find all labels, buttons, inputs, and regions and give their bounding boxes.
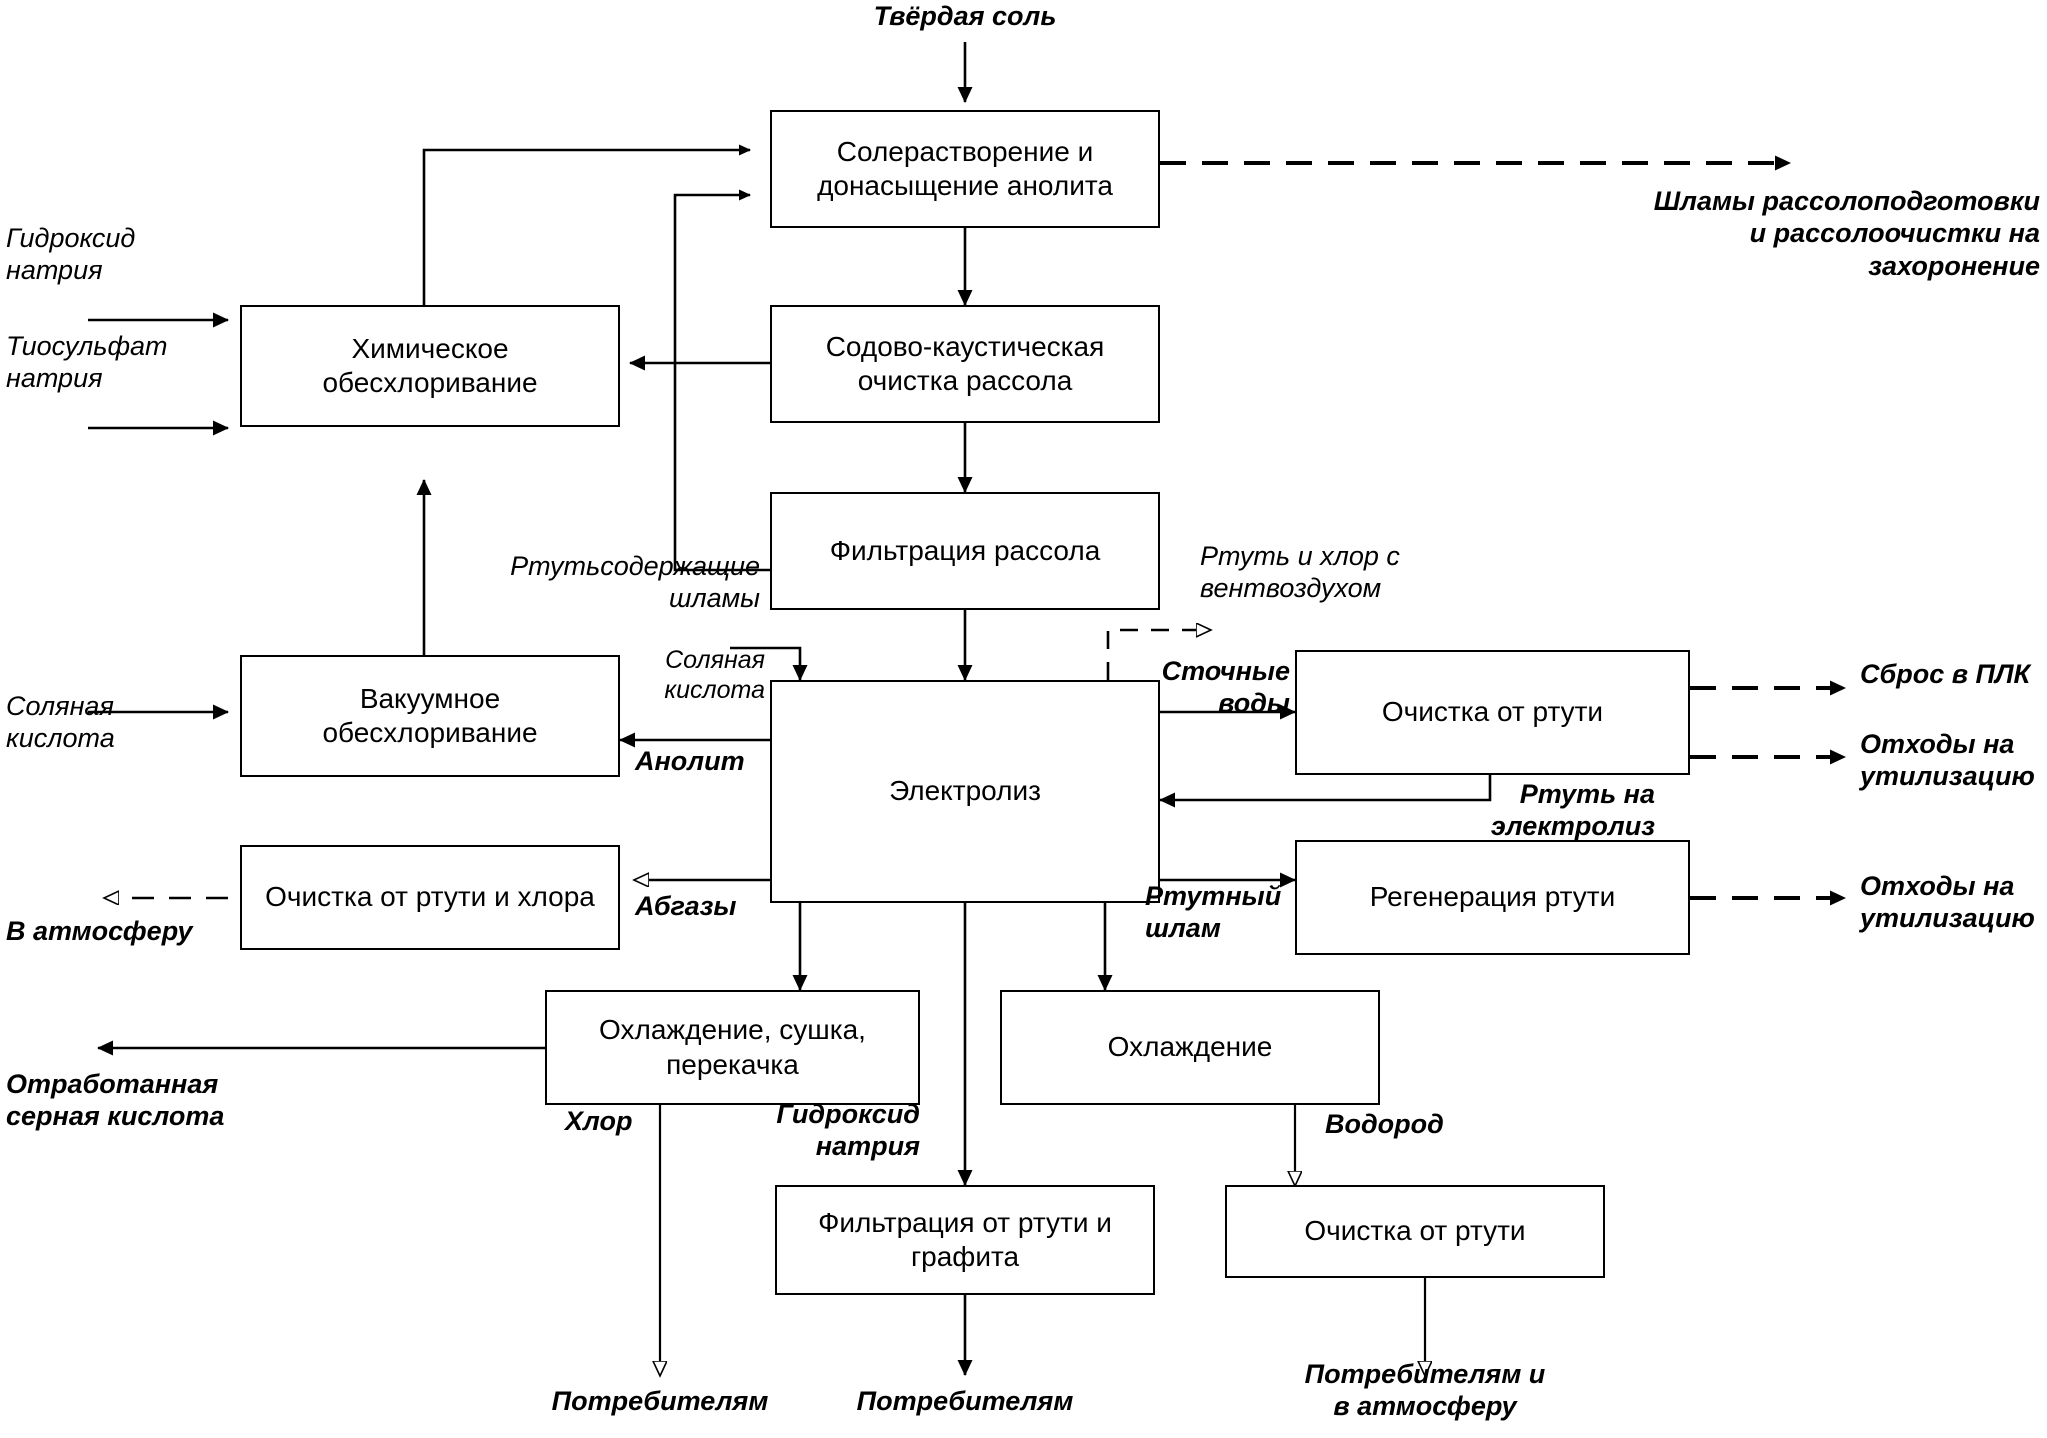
label-to-atmosphere: В атмосферу (6, 916, 193, 946)
box-mercury-cleaning-wastewater[interactable]: Очистка от ртути (1295, 650, 1690, 775)
label-waste-for-disposal-1: Отходы на утилизацию (1860, 729, 2035, 792)
label-hydrogen: Водород (1325, 1109, 1444, 1139)
label-anolyte: Анолит (635, 746, 745, 776)
box-filtration-mercury-graphite[interactable]: Фильтрация от ртути и графита (775, 1185, 1155, 1295)
label-sodium-thiosulfate: Тиосульфат натрия (6, 331, 168, 394)
box-mercury-regeneration[interactable]: Регенерация ртути (1295, 840, 1690, 955)
label-sodium-hydroxide-output: Гидроксид натрия (776, 1099, 920, 1162)
label-discharge-to-plk: Сброс в ПЛК (1860, 659, 2031, 689)
label-hydrochloric-acid-mid: Соляная кислота (664, 646, 765, 704)
label-hydrochloric-acid-input: Соляная кислота (6, 691, 115, 754)
label-consumers-caustic: Потребителям (856, 1386, 1074, 1416)
label-mercury-containing-sludge: Ртутьсодержащие шламы (510, 551, 760, 614)
label-mercury-to-electrolysis: Ртуть на электролиз (1490, 779, 1655, 842)
box-vacuum-dechlorination[interactable]: Вакуумное обесхлоривание (240, 655, 620, 777)
label-mercury-chlorine-vent-air: Ртуть и хлор с вентвоздухом (1200, 541, 1400, 604)
label-chlorine: Хлор (565, 1106, 633, 1136)
box-cooling[interactable]: Охлаждение (1000, 990, 1380, 1105)
box-chemical-dechlorination[interactable]: Химическое обесхлоривание (240, 305, 620, 427)
box-brine-filtration[interactable]: Фильтрация рассола (770, 492, 1160, 610)
box-cooling-drying-pumping[interactable]: Охлаждение, сушка, перекачка (545, 990, 920, 1105)
box-soda-caustic-cleaning[interactable]: Содово-каустическая очистка рассола (770, 305, 1160, 423)
label-consumers-chlorine: Потребителям (551, 1386, 769, 1416)
box-electrolysis[interactable]: Электролиз (770, 680, 1160, 903)
label-sodium-hydroxide-input: Гидроксид натрия (6, 223, 136, 286)
label-offgases: Абгазы (635, 891, 737, 921)
box-mercury-cleaning-hydrogen[interactable]: Очистка от ртути (1225, 1185, 1605, 1278)
label-waste-for-disposal-2: Отходы на утилизацию (1860, 871, 2035, 934)
label-spent-sulfuric-acid: Отработанная серная кислота (6, 1069, 225, 1132)
label-consumers-and-atmosphere: Потребителям и в атмосферу (1304, 1359, 1546, 1422)
label-solid-salt: Твёрдая соль (873, 1, 1057, 31)
label-brine-sludge-burial: Шламы рассолоподготовки и рассолоочистки… (1653, 186, 2040, 281)
box-mercury-chlorine-cleaning[interactable]: Очистка от ртути и хлора (240, 845, 620, 950)
box-salt-dissolve[interactable]: Солерастворение и донасыщение анолита (770, 110, 1160, 228)
label-waste-water: Сточные воды (1161, 656, 1290, 719)
label-mercury-slurry: Ртутный шлам (1145, 881, 1282, 944)
